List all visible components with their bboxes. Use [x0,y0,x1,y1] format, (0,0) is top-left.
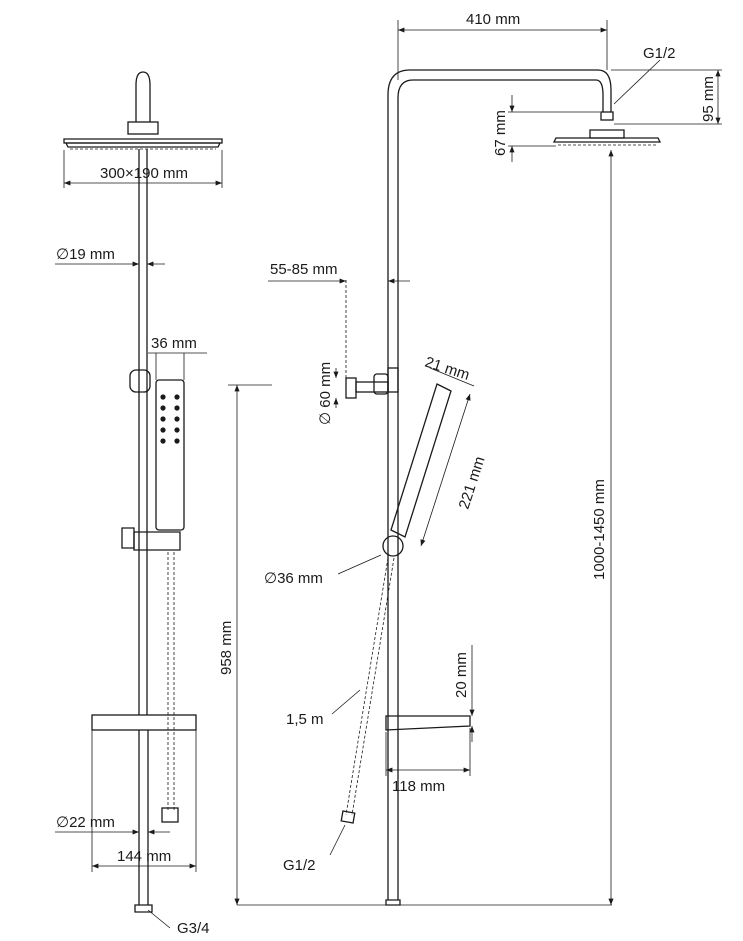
rain-shower-head-side [552,129,662,146]
label-head-thread: G1/2 [643,45,676,62]
label-inlet-front: G3/4 [177,920,210,937]
slider-bracket-front [129,369,151,393]
dim-holder-dia: ∅36 mm [264,570,323,587]
dim-arm-len: 410 mm [466,11,520,28]
hand-holder-side [382,535,404,557]
dim-shelf-len-front: 144 mm [117,848,171,865]
dim-pipe-dia-lower: ∅22 mm [56,814,115,831]
shelf-front [91,714,197,731]
rain-shower-head-front [63,138,223,150]
dim-total-height: 1000-1450 mm [591,479,608,580]
dim-head-drop: 67 mm [492,110,509,156]
hose-side [340,557,395,824]
hose-front [161,552,179,823]
side-view [340,69,662,906]
spray-nozzles [160,394,180,444]
dim-shelf-len-side: 118 mm [392,778,445,795]
hand-shower-front [155,379,185,531]
dim-bracket-dia: ∅ 60 mm [317,362,334,425]
hand-holder-front [121,527,181,551]
dim-slider-travel: 958 mm [218,621,235,675]
dim-arm-drop: 95 mm [700,76,717,122]
wall-bracket-side [345,280,399,399]
front-view [63,71,223,913]
dim-shelf-h: 20 mm [453,652,470,698]
dim-head-size: 300×190 mm [100,165,188,182]
hand-shower-side [390,383,452,538]
front-dimensions: 300×190 mm ∅19 mm 36 mm 958 mm ∅22 mm 14… [55,150,612,937]
label-hose-len: 1,5 m [286,711,324,728]
dim-wall-dist: 55-85 mm [270,261,338,278]
dim-pipe-dia: ∅19 mm [56,246,115,263]
dim-hand-len: 221 mm [456,454,489,511]
label-hose-thread: G1/2 [283,857,316,874]
dim-hand-width: 36 mm [151,335,197,352]
dim-hand-tip: 21 mm [423,354,472,384]
